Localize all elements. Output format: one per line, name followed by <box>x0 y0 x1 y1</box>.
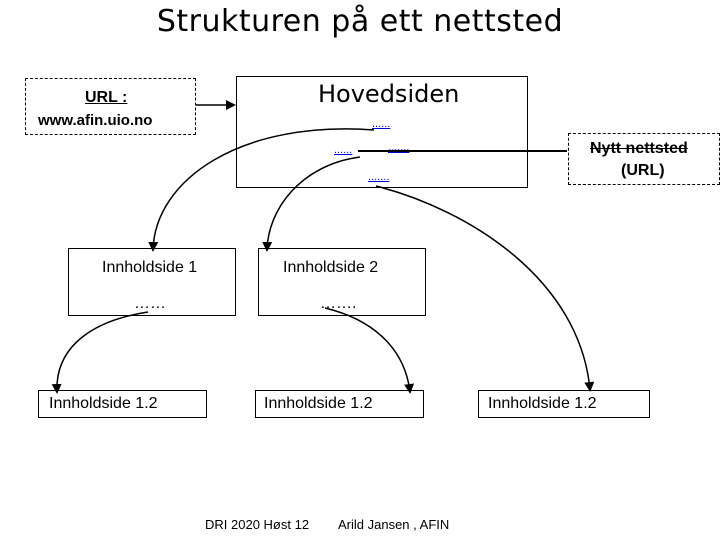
main-page-link-1[interactable]: ...... <box>372 118 391 130</box>
footer-left: DRI 2020 Høst 12 <box>205 517 310 532</box>
content-2-to-leaf-2-arrow <box>324 307 415 394</box>
leaf-page-1-box <box>38 390 207 418</box>
main-page-link-4[interactable]: ....... <box>368 171 390 183</box>
content-page-1-dots: …… <box>134 295 166 312</box>
leaf-page-3-title: Innholdside 1.2 <box>488 395 597 412</box>
leaf-page-1-title: Innholdside 1.2 <box>49 395 158 412</box>
page-title: Strukturen på ett nettsted <box>156 4 564 39</box>
main-page-title: Hovedsiden <box>318 80 460 108</box>
content-page-2-box <box>258 248 426 316</box>
url-address: www.afin.uio.no <box>38 112 153 129</box>
content-page-2-title: Innholdside 2 <box>283 259 379 276</box>
main-page-link-2[interactable]: ...... <box>334 144 353 156</box>
content-page-2-dots: ……. <box>320 295 357 312</box>
new-site-label: Nytt nettsted <box>590 140 688 157</box>
leaf-page-3-box <box>478 390 650 418</box>
content-page-1-title: Innholdside 1 <box>102 259 198 276</box>
url-label: URL : <box>85 89 128 106</box>
url-box <box>25 78 196 135</box>
main-to-leaf-3-arrow <box>375 185 595 392</box>
main-to-content-2-arrow <box>262 156 361 252</box>
footer-right: Arild Jansen , AFIN <box>338 517 450 532</box>
content-1-to-leaf-1-arrow <box>51 311 149 394</box>
main-to-content-1-arrow <box>148 128 375 252</box>
leaf-page-2-box <box>255 390 424 418</box>
leaf-page-2-title: Innholdside 1.2 <box>264 395 373 412</box>
new-site-url: (URL) <box>621 162 665 179</box>
